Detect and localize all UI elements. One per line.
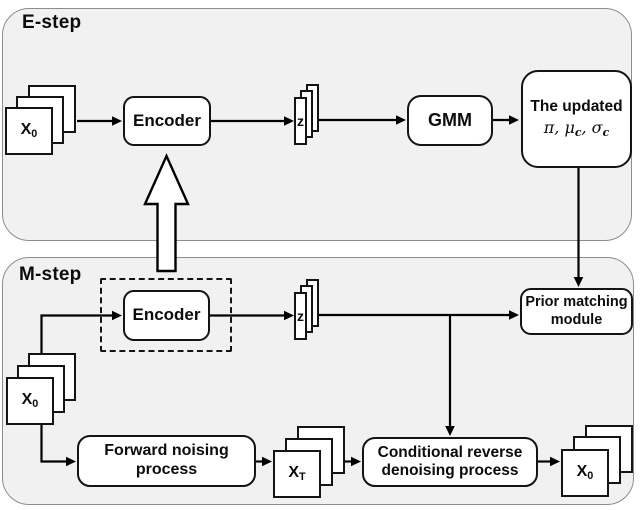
arrowhead xyxy=(112,310,122,321)
gmm-box: GMM xyxy=(407,95,493,146)
arrowhead xyxy=(445,426,455,436)
z-latent: z xyxy=(294,292,307,340)
arrowhead xyxy=(550,456,560,467)
arrowhead xyxy=(396,115,406,125)
xt-stack: XT xyxy=(273,425,349,503)
mstep-encoder-box: Encoder xyxy=(123,290,210,341)
arrowhead xyxy=(262,456,272,467)
x0-output-stack: X0 xyxy=(561,424,637,502)
mstep-label: M-step xyxy=(19,264,82,285)
z-latent: z xyxy=(294,97,307,145)
x0-input-image: X0 xyxy=(5,107,53,155)
updated-params-box: The updated π, μc, σc xyxy=(521,70,632,168)
arrowhead xyxy=(509,115,519,125)
estep-encoder-box: Encoder xyxy=(123,96,211,146)
estep-x0-stack: X0 xyxy=(5,84,81,162)
estep-z-stack: z xyxy=(294,83,322,147)
x0-output-image: X0 xyxy=(561,449,609,497)
updated-params-math: π, μc, σc xyxy=(543,118,610,140)
arrowhead xyxy=(112,116,122,126)
arrow-x0-to-forward xyxy=(40,425,67,463)
x0-input-image: X0 xyxy=(6,377,54,425)
mstep-z-stack: z xyxy=(294,278,322,342)
arrowhead xyxy=(284,310,294,321)
forward-noising-box: Forward noising process xyxy=(77,435,256,487)
estep-label: E-step xyxy=(22,12,82,33)
arrowhead xyxy=(351,456,361,467)
prior-matching-box: Prior matching module xyxy=(520,288,633,335)
hollow-up-arrow xyxy=(143,153,190,273)
arrowhead xyxy=(284,116,294,126)
xt-noised-image: XT xyxy=(273,450,321,498)
conditional-reverse-box: Conditional reverse denoising process xyxy=(362,437,538,487)
mstep-x0-stack: X0 xyxy=(6,352,82,430)
arrowhead xyxy=(573,277,584,287)
arrowhead xyxy=(66,456,76,467)
arrowhead xyxy=(509,310,519,320)
